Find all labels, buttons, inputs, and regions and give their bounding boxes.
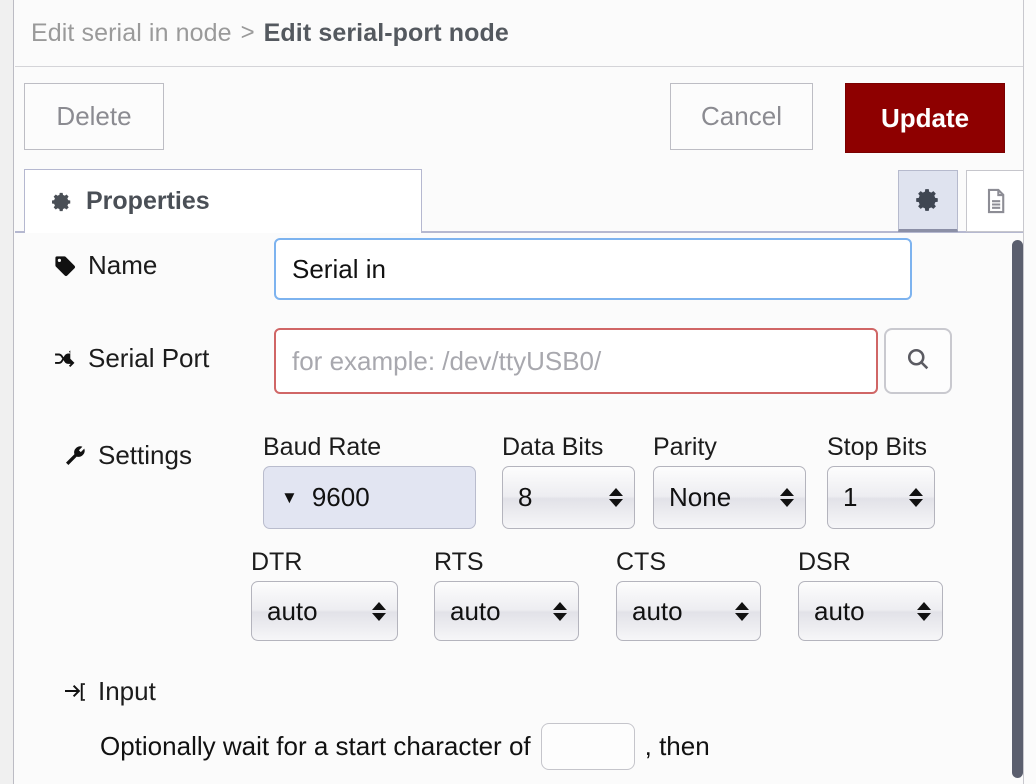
- description-document-button[interactable]: [966, 170, 1025, 232]
- properties-panel: Name Serial Port: [15, 233, 1023, 784]
- dsr-select[interactable]: auto: [798, 581, 943, 641]
- field-dtr: DTR auto: [251, 548, 398, 641]
- name-label-text: Name: [88, 250, 158, 280]
- dtr-caption: DTR: [251, 548, 303, 576]
- update-button[interactable]: Update: [845, 83, 1005, 153]
- gear-icon: [51, 191, 73, 213]
- form-row-settings: Settings: [61, 440, 192, 471]
- cts-value: auto: [632, 595, 683, 626]
- data-bits-caption: Data Bits: [502, 433, 604, 461]
- dialog-action-bar: Delete Cancel Update: [15, 68, 1023, 161]
- rts-value: auto: [450, 595, 501, 626]
- cts-caption: CTS: [616, 548, 666, 576]
- gear-icon: [915, 187, 941, 213]
- field-stop-bits: Stop Bits 1: [827, 433, 935, 529]
- tab-baseline: [15, 231, 1023, 233]
- spinner-arrows-icon: [553, 601, 567, 621]
- baud-rate-value: 9600: [311, 482, 370, 512]
- parity-caption: Parity: [653, 433, 717, 461]
- form-row-serial-port: Serial Port: [51, 343, 209, 374]
- stop-bits-select[interactable]: 1: [827, 466, 935, 529]
- parity-select[interactable]: None: [653, 466, 806, 529]
- sign-in-icon: [61, 679, 89, 705]
- dsr-value: auto: [814, 595, 865, 626]
- name-label: Name: [51, 250, 157, 281]
- form-row-input: Input: [61, 676, 156, 707]
- spinner-arrows-icon: [909, 488, 923, 507]
- breadcrumb-current: Edit serial-port node: [263, 18, 509, 47]
- tag-icon: [51, 253, 79, 279]
- panel-scrollbar-track[interactable]: [1009, 233, 1023, 784]
- spinner-arrows-icon: [735, 601, 749, 621]
- left-gutter: [0, 0, 14, 784]
- spinner-arrows-icon: [917, 601, 931, 621]
- settings-label-text: Settings: [98, 440, 192, 470]
- tab-properties[interactable]: Properties: [24, 169, 422, 233]
- field-data-bits: Data Bits 8: [502, 433, 635, 529]
- breadcrumb-previous[interactable]: Edit serial in node: [31, 18, 232, 47]
- chevron-down-icon: ▼: [281, 488, 298, 507]
- shuffle-icon: [51, 346, 79, 372]
- input-section-label: Input: [61, 676, 156, 707]
- baud-rate-caption: Baud Rate: [263, 433, 382, 461]
- baud-rate-combobox[interactable]: ▼ 9600: [263, 466, 476, 529]
- field-cts: CTS auto: [616, 548, 761, 641]
- tab-strip: Properties: [15, 161, 1025, 233]
- field-parity: Parity None: [653, 433, 806, 529]
- right-edge: [1023, 0, 1036, 784]
- dsr-caption: DSR: [798, 548, 851, 576]
- spinner-arrows-icon: [780, 488, 794, 507]
- start-character-sentence: Optionally wait for a start character of…: [100, 723, 710, 770]
- document-icon: [982, 187, 1010, 215]
- spinner-arrows-icon: [609, 488, 623, 507]
- cancel-button[interactable]: Cancel: [670, 83, 813, 150]
- start-character-input[interactable]: [540, 723, 635, 770]
- settings-gear-button[interactable]: [898, 170, 958, 232]
- breadcrumb-separator: >: [240, 19, 255, 46]
- serial-port-label-text: Serial Port: [88, 343, 210, 373]
- dtr-select[interactable]: auto: [251, 581, 398, 641]
- data-bits-value: 8: [518, 482, 533, 512]
- serial-port-label: Serial Port: [51, 343, 209, 374]
- delete-button[interactable]: Delete: [24, 83, 164, 150]
- name-input[interactable]: [274, 238, 912, 300]
- serial-port-input[interactable]: [274, 328, 878, 394]
- settings-label: Settings: [61, 440, 192, 471]
- spinner-arrows-icon: [372, 601, 386, 621]
- data-bits-select[interactable]: 8: [502, 466, 635, 529]
- tab-properties-label: Properties: [86, 187, 210, 215]
- start-character-text-before: Optionally wait for a start character of: [100, 731, 531, 761]
- rts-select[interactable]: auto: [434, 581, 579, 641]
- input-section-label-text: Input: [98, 676, 156, 706]
- serial-port-search-button[interactable]: [884, 328, 952, 394]
- stop-bits-value: 1: [843, 482, 858, 512]
- stop-bits-caption: Stop Bits: [827, 433, 928, 461]
- search-icon: [904, 345, 932, 378]
- wrench-icon: [61, 443, 89, 469]
- start-character-text-after: , then: [644, 731, 710, 761]
- rts-caption: RTS: [434, 548, 484, 576]
- dtr-value: auto: [267, 595, 318, 626]
- field-dsr: DSR auto: [798, 548, 943, 641]
- panel-scrollbar-thumb[interactable]: [1012, 240, 1023, 778]
- field-rts: RTS auto: [434, 548, 579, 641]
- form-row-name: Name: [51, 250, 157, 281]
- cts-select[interactable]: auto: [616, 581, 761, 641]
- field-baud-rate: Baud Rate ▼ 9600: [263, 433, 476, 529]
- parity-value: None: [669, 482, 732, 512]
- breadcrumb: Edit serial in node > Edit serial-port n…: [15, 0, 1023, 67]
